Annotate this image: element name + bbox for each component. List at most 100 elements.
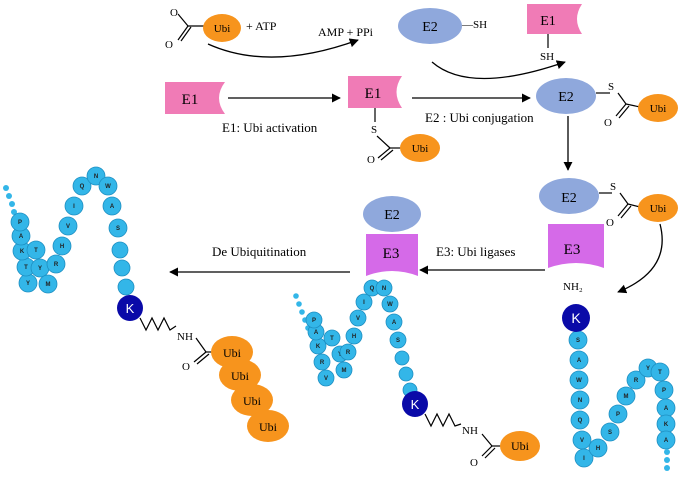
- amino-acid-bead: [111, 241, 129, 259]
- amino-acid-letter: A: [392, 320, 397, 326]
- e2-free: [398, 8, 462, 44]
- e1-label: E1: [540, 14, 556, 29]
- ubi-label: Ubi: [223, 346, 242, 360]
- peptide-tail-bead: [3, 185, 9, 191]
- amino-acid-letter: N: [578, 398, 582, 404]
- lysine-right: K: [562, 304, 590, 332]
- amino-acid-bead: [389, 331, 407, 349]
- oxygen-label: O: [182, 361, 190, 373]
- oxygen-label: O: [470, 457, 478, 469]
- amino-acid-letter: V: [66, 224, 70, 230]
- ubi-free-group: O O Ubi: [165, 7, 241, 51]
- lysine-label: K: [126, 301, 135, 316]
- amino-acid-letter: P: [312, 318, 316, 324]
- e1-label: E1: [365, 86, 382, 102]
- amino-acid-letter: V: [580, 438, 584, 444]
- amino-acid-letter: H: [596, 446, 600, 452]
- amino-acid-bead: [375, 279, 393, 297]
- ubi-free: [203, 14, 241, 42]
- amino-acid-bead: [381, 295, 399, 313]
- ubi-label: Ubi: [650, 203, 667, 215]
- amino-acid-letter: S: [608, 430, 612, 436]
- amino-acid-bead: [385, 313, 403, 331]
- e2-transfer-arrow: [431, 60, 566, 80]
- e1-activation-label: E1: Ubi activation: [222, 120, 318, 135]
- oxygen-label: O: [604, 117, 612, 129]
- peptide-tail-bead: [9, 201, 15, 207]
- amino-acid-letter: A: [664, 406, 669, 412]
- de-ubiquitination-label: De Ubiquitination: [212, 244, 307, 259]
- peptide-tail-bead: [6, 193, 12, 199]
- amino-acid-letter: P: [662, 388, 666, 394]
- amino-acid-letter: Q: [578, 418, 583, 424]
- peptide-tail-bead: [664, 449, 670, 455]
- amino-acid-letter: A: [314, 330, 319, 336]
- amino-acid-letter: A: [577, 358, 582, 364]
- peptide-tail-bead: [664, 457, 670, 463]
- amino-acid-bead: [313, 353, 331, 371]
- amino-acid-letter: M: [342, 368, 347, 374]
- amino-acid-bead: [323, 329, 341, 347]
- amino-acid-letter: W: [387, 302, 393, 308]
- ubi-label: Ubi: [650, 103, 667, 115]
- amino-acid-letter: I: [363, 300, 365, 306]
- amino-acid-bead: [108, 218, 128, 238]
- lysine-label: K: [571, 310, 581, 326]
- nh-label: NH: [462, 425, 478, 437]
- amp-ppi-label: AMP + PPi: [318, 25, 374, 39]
- amino-acid-letter: T: [658, 370, 662, 376]
- amino-acid-bead: [98, 176, 118, 196]
- amino-acid-bead: [117, 278, 135, 296]
- amino-acid-letter: V: [356, 316, 360, 322]
- amino-acid-letter: N: [382, 286, 386, 292]
- ubi-label: Ubi: [231, 369, 250, 383]
- amino-acid-letter: Q: [370, 286, 375, 292]
- e2-e3-complex-mid: E3 E2: [363, 196, 421, 276]
- amino-acid-bead: [570, 410, 590, 430]
- amino-acid-letter: T: [34, 248, 38, 254]
- lysine-mid: K: [402, 391, 428, 417]
- amino-acid-letter: M: [624, 394, 629, 400]
- monoubi-mid: NH O Ubi: [424, 412, 540, 469]
- amino-acid-bead: [46, 254, 66, 274]
- ubi-label: Ubi: [214, 23, 231, 35]
- e2-label: E2: [422, 20, 438, 35]
- e3-ligases-label: E3: Ubi ligases: [436, 244, 515, 259]
- amino-acid-letter: P: [616, 412, 620, 418]
- amino-acid-bead: [394, 350, 410, 366]
- amino-acid-letter: A: [110, 204, 115, 210]
- ubi-on-e1: [400, 134, 440, 162]
- e2-label: E2: [558, 90, 574, 105]
- amino-acid-bead: [570, 390, 590, 410]
- amino-acid-bead: [345, 327, 363, 345]
- nh-label: NH: [177, 331, 193, 343]
- amino-acid-letter: N: [94, 174, 98, 180]
- amino-acid-letter: A: [664, 438, 669, 444]
- amino-acid-letter: Y: [646, 366, 650, 372]
- amino-acid-bead: [317, 369, 335, 387]
- nh2-label: NH₂: [563, 281, 583, 293]
- amino-acid-bead: [102, 196, 122, 216]
- ubi-label: Ubi: [511, 439, 530, 453]
- peptide-tail-bead: [11, 209, 17, 215]
- peptide-tail-bead: [293, 293, 299, 299]
- amino-acid-bead: [339, 343, 357, 361]
- amino-acid-bead: [569, 370, 589, 390]
- peptide-tail-bead: [296, 301, 302, 307]
- amino-acid-bead: [650, 362, 670, 382]
- amino-acid-letter: W: [105, 184, 111, 190]
- amino-acid-bead: [52, 236, 72, 256]
- amino-acid-letter: K: [20, 249, 25, 255]
- peptide-tail-bead: [299, 309, 305, 315]
- amino-acid-letter: S: [116, 226, 120, 232]
- sh-label: —SH: [461, 19, 487, 31]
- amino-acid-bead: [656, 430, 676, 450]
- sulfur-label: S: [608, 81, 614, 93]
- amino-acid-letter: H: [60, 244, 64, 250]
- amino-acid-bead: [305, 311, 323, 329]
- substrate-binding-arrow: [617, 223, 663, 294]
- amino-acid-bead: [38, 274, 58, 294]
- amino-acid-letter: A: [19, 234, 24, 240]
